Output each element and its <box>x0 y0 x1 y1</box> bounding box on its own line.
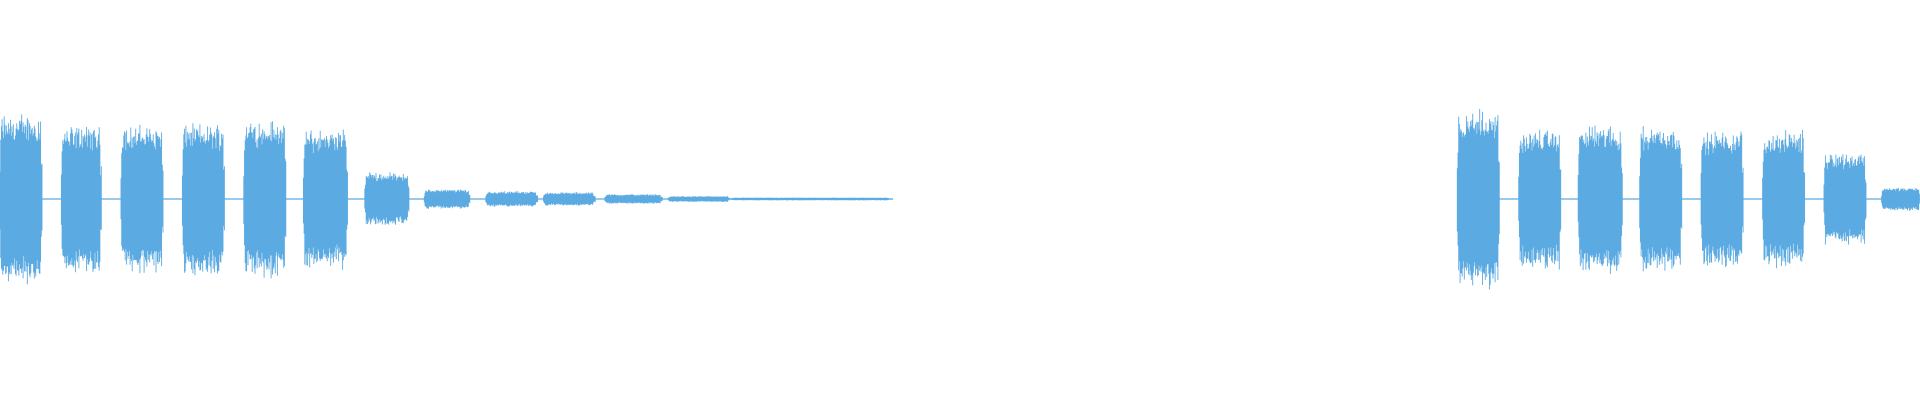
waveform-burst <box>667 196 730 202</box>
waveform-burst <box>423 189 471 209</box>
waveform-segment <box>1577 125 1623 274</box>
waveform-segment <box>1823 154 1867 245</box>
waveform-segment <box>423 189 471 209</box>
waveform-segment <box>604 194 663 204</box>
waveform-segment <box>1881 187 1920 211</box>
waveform-burst <box>1577 125 1623 274</box>
waveform-segment <box>60 127 102 273</box>
waveform-burst <box>1639 126 1683 272</box>
waveform-burst <box>302 129 348 270</box>
waveform-burst <box>60 127 102 273</box>
waveform-segment <box>0 114 43 285</box>
waveform-burst <box>181 123 225 276</box>
waveform-segment <box>181 123 225 276</box>
waveform-burst <box>1456 108 1500 290</box>
waveform-burst <box>1700 131 1744 267</box>
waveform-burst <box>1823 154 1867 245</box>
waveform-burst <box>120 124 164 274</box>
waveform-segment <box>1700 131 1744 267</box>
waveform-segment <box>485 191 539 207</box>
waveform-burst <box>485 191 539 207</box>
waveform-burst <box>364 172 410 225</box>
waveform-burst <box>1762 129 1806 269</box>
waveform-segment <box>1518 129 1562 270</box>
waveform-burst <box>729 197 894 201</box>
waveform-segment <box>542 192 596 206</box>
waveform-segment <box>243 121 287 279</box>
waveform-segment <box>729 197 894 201</box>
waveform-burst <box>243 121 287 279</box>
waveform-segment <box>364 172 410 225</box>
waveform-segment <box>1762 129 1806 269</box>
waveform-burst <box>604 194 663 204</box>
waveform-segment <box>302 129 348 270</box>
waveform-burst <box>1881 187 1920 211</box>
waveform-segment <box>667 196 730 202</box>
waveform-burst <box>0 114 43 285</box>
waveform-burst <box>542 192 596 206</box>
waveform-segment <box>120 124 164 274</box>
waveform-burst <box>1518 129 1562 270</box>
waveform-segment <box>1456 108 1500 290</box>
waveform-segment <box>1639 126 1683 272</box>
